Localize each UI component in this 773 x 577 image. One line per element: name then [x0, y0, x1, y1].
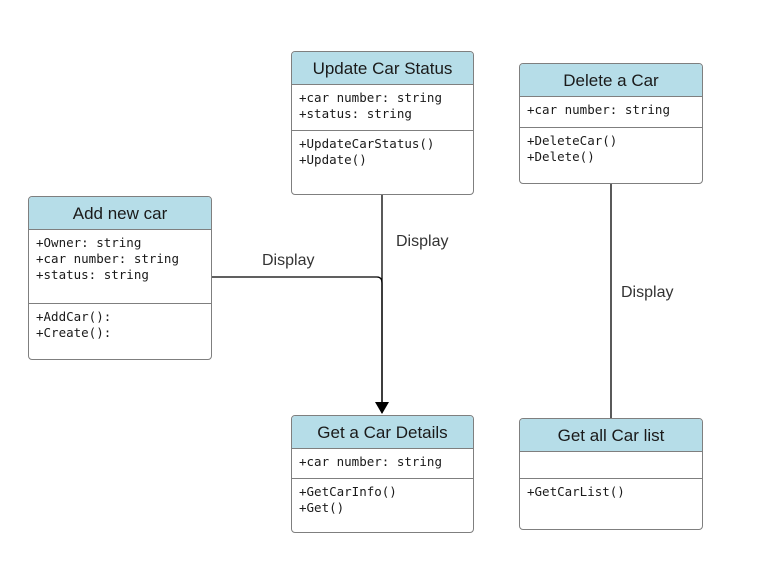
- class-title: Get a Car Details: [292, 416, 473, 449]
- class-add-new-car[interactable]: Add new car +Owner: string +car number: …: [28, 196, 212, 360]
- edge-label-update-to-get: Display: [396, 233, 449, 250]
- method: +Get(): [299, 500, 345, 515]
- class-title: Delete a Car: [520, 64, 702, 97]
- edge-label-add-to-get: Display: [262, 252, 315, 269]
- attributes-section: +car number: string: [520, 97, 702, 128]
- methods-section: +UpdateCarStatus() +Update(): [292, 131, 473, 168]
- method: +AddCar():: [36, 309, 112, 324]
- method: +Update(): [299, 152, 367, 167]
- edge-label-delete-to-list: Display: [621, 284, 674, 301]
- methods-section: +AddCar(): +Create():: [29, 304, 211, 341]
- attribute: +status: string: [299, 106, 412, 121]
- attribute: +status: string: [36, 267, 149, 282]
- attributes-section: +Owner: string +car number: string +stat…: [29, 230, 211, 304]
- method: +Delete(): [527, 149, 595, 164]
- class-get-a-car-details[interactable]: Get a Car Details +car number: string +G…: [291, 415, 474, 533]
- class-delete-a-car[interactable]: Delete a Car +car number: string +Delete…: [519, 63, 703, 184]
- attribute: +car number: string: [299, 90, 442, 105]
- method: +GetCarList(): [527, 484, 625, 499]
- method: +UpdateCarStatus(): [299, 136, 435, 151]
- class-title: Update Car Status: [292, 52, 473, 85]
- method: +GetCarInfo(): [299, 484, 397, 499]
- attributes-section: [520, 452, 702, 479]
- attribute: +car number: string: [527, 102, 670, 117]
- attribute: +car number: string: [36, 251, 179, 266]
- attribute: +Owner: string: [36, 235, 142, 250]
- class-update-car-status[interactable]: Update Car Status +car number: string +s…: [291, 51, 474, 195]
- attributes-section: +car number: string: [292, 449, 473, 479]
- methods-section: +GetCarInfo() +Get(): [292, 479, 473, 516]
- class-title: Get all Car list: [520, 419, 702, 452]
- methods-section: +DeleteCar() +Delete(): [520, 128, 702, 165]
- edge-add-to-get-details: [212, 276, 383, 402]
- attribute: +car number: string: [299, 454, 442, 469]
- class-title: Add new car: [29, 197, 211, 230]
- class-get-all-car-list[interactable]: Get all Car list +GetCarList(): [519, 418, 703, 530]
- methods-section: +GetCarList(): [520, 479, 702, 500]
- method: +DeleteCar(): [527, 133, 618, 148]
- method: +Create():: [36, 325, 112, 340]
- attributes-section: +car number: string +status: string: [292, 85, 473, 131]
